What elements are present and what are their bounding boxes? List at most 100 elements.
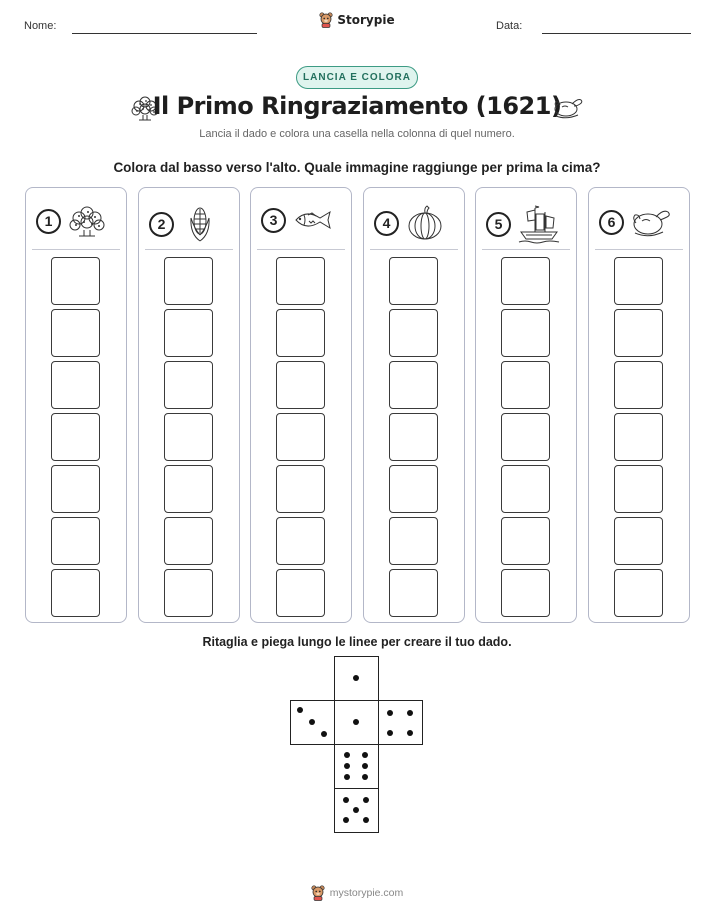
column-divider xyxy=(32,249,120,250)
die-face-1-top xyxy=(334,656,379,701)
bear-icon xyxy=(311,885,325,901)
column-divider xyxy=(145,249,233,250)
pip xyxy=(407,730,413,736)
fish-icon xyxy=(295,210,331,230)
color-cell-4[interactable] xyxy=(614,413,663,461)
bush-icon xyxy=(69,206,105,237)
color-cell-4[interactable] xyxy=(389,413,438,461)
brand-logo: Storypie xyxy=(0,12,714,28)
color-cell-2[interactable] xyxy=(389,517,438,565)
die-face-6 xyxy=(334,744,379,789)
column-divider xyxy=(257,249,345,250)
die-face-3 xyxy=(290,700,335,745)
ship-icon xyxy=(518,205,560,244)
pip xyxy=(297,707,303,713)
color-cell-7[interactable] xyxy=(164,257,213,305)
color-cell-3[interactable] xyxy=(164,465,213,513)
column-number: 5 xyxy=(486,211,511,237)
pip xyxy=(362,774,368,780)
pip xyxy=(344,752,350,758)
pip xyxy=(321,731,327,737)
color-cell-7[interactable] xyxy=(614,257,663,305)
bush-icon xyxy=(131,96,159,121)
color-cell-3[interactable] xyxy=(389,465,438,513)
color-cell-7[interactable] xyxy=(501,257,550,305)
pip xyxy=(362,752,368,758)
color-cell-1[interactable] xyxy=(389,569,438,617)
color-cell-4[interactable] xyxy=(164,413,213,461)
color-cell-5[interactable] xyxy=(164,361,213,409)
color-cell-7[interactable] xyxy=(276,257,325,305)
instruction-text: Colora dal basso verso l'alto. Quale imm… xyxy=(113,160,601,175)
color-cell-2[interactable] xyxy=(51,517,100,565)
pip xyxy=(343,797,349,803)
column-number: 6 xyxy=(599,209,624,235)
color-cell-5[interactable] xyxy=(276,361,325,409)
color-cell-2[interactable] xyxy=(164,517,213,565)
brand-name: Storypie xyxy=(337,13,395,27)
footer-url: mystorypie.com xyxy=(329,887,404,899)
color-cell-5[interactable] xyxy=(501,361,550,409)
color-cell-5[interactable] xyxy=(614,361,663,409)
color-cell-1[interactable] xyxy=(501,569,550,617)
color-cell-5[interactable] xyxy=(389,361,438,409)
column-2: 2 xyxy=(138,187,240,623)
column-number: 2 xyxy=(149,211,174,237)
page-subtitle: Lancia il dado e colora una casella nell… xyxy=(199,128,515,140)
color-cell-3[interactable] xyxy=(501,465,550,513)
die-face-5 xyxy=(334,788,379,833)
date-label: Data: xyxy=(496,20,523,32)
color-cell-4[interactable] xyxy=(51,413,100,461)
column-number: 4 xyxy=(374,210,399,236)
column-1: 1 xyxy=(25,187,127,623)
pip xyxy=(344,763,350,769)
date-line[interactable] xyxy=(542,33,691,34)
pip xyxy=(363,817,369,823)
column-divider xyxy=(370,249,458,250)
pumpkin-icon xyxy=(408,205,442,240)
name-line[interactable] xyxy=(72,33,257,34)
pip xyxy=(387,730,393,736)
pip xyxy=(407,710,413,716)
pip xyxy=(362,763,368,769)
color-cell-3[interactable] xyxy=(51,465,100,513)
color-cell-3[interactable] xyxy=(276,465,325,513)
page-title: Il Primo Ringraziamento (1621) xyxy=(152,92,562,120)
color-cell-6[interactable] xyxy=(389,309,438,357)
color-cell-3[interactable] xyxy=(614,465,663,513)
column-number: 1 xyxy=(36,208,61,234)
pip xyxy=(353,719,359,725)
color-cell-6[interactable] xyxy=(501,309,550,357)
turkey-icon xyxy=(633,210,670,237)
bear-icon xyxy=(319,12,333,28)
pip xyxy=(353,807,359,813)
color-cell-7[interactable] xyxy=(389,257,438,305)
die-face-2 xyxy=(378,700,423,745)
color-cell-6[interactable] xyxy=(614,309,663,357)
pip xyxy=(353,675,359,681)
footer: mystorypie.com xyxy=(0,885,714,901)
color-cell-2[interactable] xyxy=(501,517,550,565)
color-cell-6[interactable] xyxy=(276,309,325,357)
color-cell-1[interactable] xyxy=(164,569,213,617)
color-cell-1[interactable] xyxy=(614,569,663,617)
color-cell-5[interactable] xyxy=(51,361,100,409)
color-cell-6[interactable] xyxy=(51,309,100,357)
color-cell-2[interactable] xyxy=(614,517,663,565)
name-label: Nome: xyxy=(24,20,57,32)
color-cell-6[interactable] xyxy=(164,309,213,357)
corn-icon xyxy=(190,207,210,242)
column-5: 5 xyxy=(475,187,577,623)
color-cell-7[interactable] xyxy=(51,257,100,305)
column-4: 4 xyxy=(363,187,465,623)
die-face-1-center xyxy=(334,700,379,745)
column-divider xyxy=(595,249,683,250)
color-cell-2[interactable] xyxy=(276,517,325,565)
color-cell-1[interactable] xyxy=(51,569,100,617)
column-6: 6 xyxy=(588,187,690,623)
roast-turkey-icon xyxy=(554,99,583,119)
color-cell-4[interactable] xyxy=(276,413,325,461)
color-cell-1[interactable] xyxy=(276,569,325,617)
dice-instruction: Ritaglia e piega lungo le linee per crea… xyxy=(202,635,512,649)
color-cell-4[interactable] xyxy=(501,413,550,461)
